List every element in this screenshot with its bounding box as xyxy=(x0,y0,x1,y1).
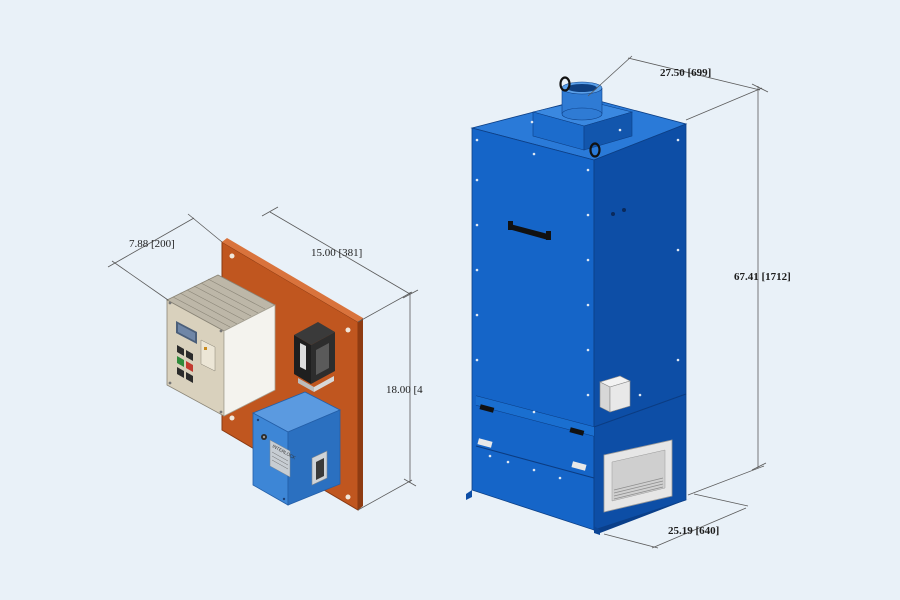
cabinet-top-width-dimension: 27.50 [699] xyxy=(660,67,711,79)
cabinet-dimension-lines xyxy=(587,55,769,549)
panel-depth-dimension: 7.88 [200] xyxy=(129,238,175,250)
base-flange xyxy=(466,490,694,535)
drawer-latches xyxy=(477,404,587,471)
top-inlet-plenum xyxy=(532,81,634,151)
outlet-louver-grille xyxy=(603,439,673,513)
contactor-block xyxy=(294,322,335,392)
side-control-box xyxy=(599,375,631,413)
door-handle xyxy=(508,221,551,240)
panel-width-dimension: 15.00 [381] xyxy=(311,247,362,259)
lifting-eye-bolts xyxy=(559,76,601,158)
control-panel-assembly: INTERLOCK 7.88 [200] 15.00 [381] 1 xyxy=(107,206,423,511)
vfd-drive xyxy=(166,274,276,417)
dust-collector-cabinet: 27.50 [699] 67.41 [1712] 25.19 [640] xyxy=(466,55,791,549)
cabinet-height-dimension: 67.41 [1712] xyxy=(734,271,791,283)
interlock-enclosure: INTERLOCK xyxy=(252,391,341,506)
cabinet-base-depth-dimension: 25.19 [640] xyxy=(668,525,719,537)
cabinet-rivets xyxy=(475,120,680,480)
panel-dimension-lines xyxy=(107,206,419,511)
panel-height-dimension: 18.00 [4 xyxy=(386,384,423,396)
